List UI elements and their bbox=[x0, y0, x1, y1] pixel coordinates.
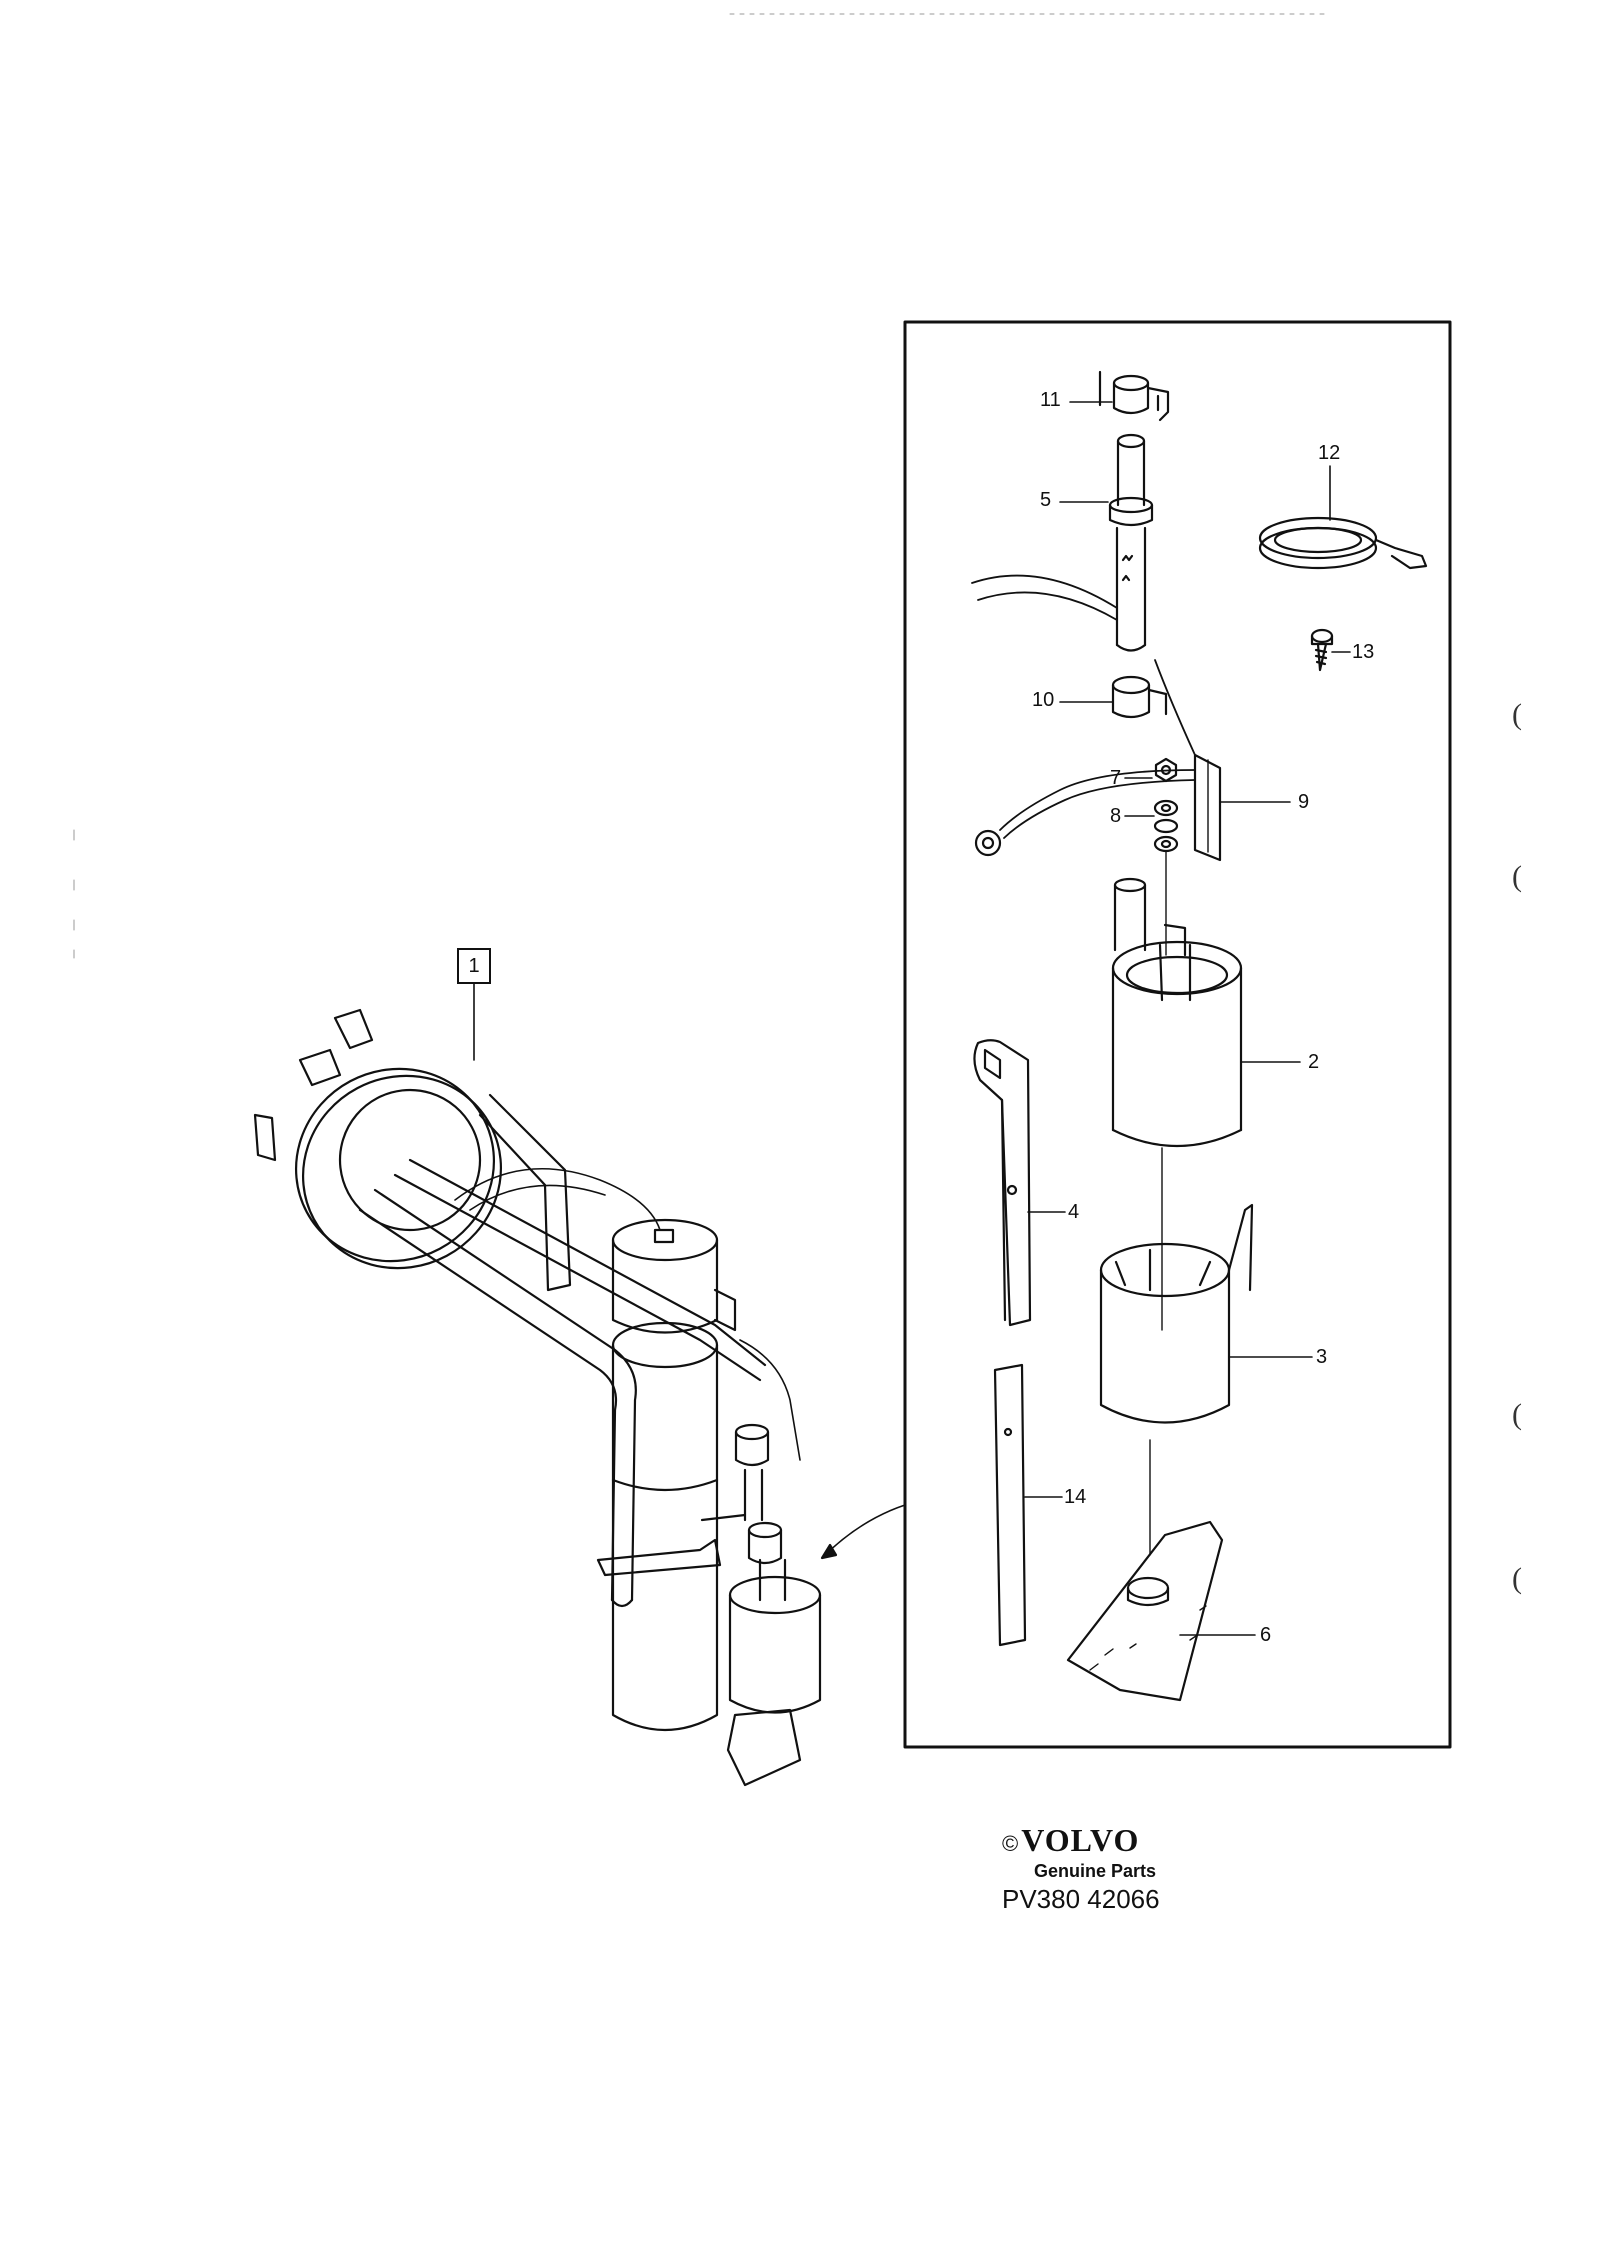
part-11-hose-clamp bbox=[1098, 370, 1170, 422]
copyright-symbol: © bbox=[1002, 1831, 1020, 1856]
part-5-fuel-hose bbox=[971, 433, 1154, 652]
margin-mark: ( bbox=[1512, 698, 1522, 731]
part-13-screw bbox=[1310, 628, 1334, 672]
part-9-wire-harness bbox=[974, 753, 1222, 862]
drawing-reference: PV380 42066 bbox=[1002, 1884, 1160, 1914]
part-3-pump-holder bbox=[1099, 1147, 1254, 1556]
callout-2: 2 bbox=[1308, 1051, 1320, 1073]
margin-mark: ( bbox=[1512, 1398, 1522, 1431]
margin-mark: ( bbox=[1512, 1562, 1522, 1595]
callout-leaders bbox=[1024, 401, 1351, 1636]
part-12-ring-clamp bbox=[1258, 465, 1428, 570]
volvo-logo: ©VOLVO bbox=[1002, 1822, 1202, 1859]
detail-frame bbox=[903, 320, 1452, 1749]
callout-7: 7 bbox=[1110, 767, 1122, 789]
part-4-retainer-clip bbox=[973, 1039, 1032, 1327]
callout-3: 3 bbox=[1316, 1346, 1328, 1368]
part-2-fuel-pump bbox=[1111, 877, 1243, 1148]
callout-11: 11 bbox=[1040, 389, 1061, 411]
part-7-nut bbox=[1154, 757, 1178, 783]
scan-marks bbox=[73, 13, 1331, 959]
part-8-washers bbox=[1153, 799, 1179, 956]
margin-mark: ( bbox=[1512, 860, 1522, 893]
genuine-parts-label: Genuine Parts bbox=[1034, 1861, 1157, 1881]
callout-13: 13 bbox=[1352, 641, 1375, 663]
callout-9: 9 bbox=[1298, 791, 1310, 813]
callout-5: 5 bbox=[1040, 489, 1052, 511]
callout-6: 6 bbox=[1260, 1624, 1272, 1646]
part-6-strainer bbox=[1066, 1520, 1224, 1702]
assembly-ref-label: 1 bbox=[468, 954, 480, 977]
callout-10: 10 bbox=[1032, 689, 1055, 711]
callout-8: 8 bbox=[1110, 805, 1122, 827]
logo-text: VOLVO bbox=[1021, 1822, 1140, 1858]
callout-12: 12 bbox=[1318, 442, 1341, 464]
assembly-ref-box: 1 bbox=[457, 948, 491, 984]
callout-14: 14 bbox=[1064, 1486, 1087, 1508]
brand-block: ©VOLVO Genuine Parts PV380 42066 bbox=[1002, 1822, 1202, 1915]
part-10-hose-clamp bbox=[1111, 659, 1196, 756]
fuel-pump-assembly bbox=[253, 983, 906, 1787]
part-14-strap bbox=[993, 1363, 1027, 1647]
callout-4: 4 bbox=[1068, 1201, 1080, 1223]
